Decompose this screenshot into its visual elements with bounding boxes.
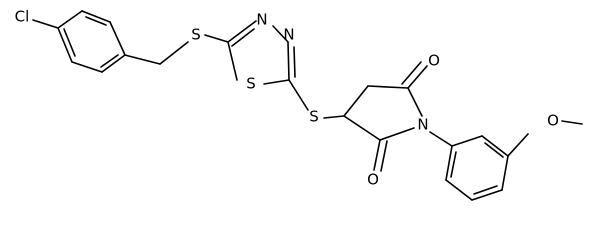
bond	[288, 79, 309, 111]
bond	[231, 28, 255, 47]
bond	[343, 85, 369, 117]
bridge-sulfur-label: S	[309, 108, 319, 126]
bond	[450, 151, 457, 178]
bond	[263, 79, 290, 85]
bond	[561, 120, 583, 125]
bond	[445, 145, 453, 181]
thiadiazole-nitrogen-label: N	[283, 26, 294, 44]
bond	[287, 41, 290, 81]
bond	[71, 61, 103, 73]
bond	[109, 21, 126, 56]
bond	[227, 20, 257, 43]
imide-nitrogen-label: N	[417, 116, 428, 134]
bond	[63, 28, 76, 57]
bond	[373, 139, 381, 171]
thioether-sulfur-label: S	[191, 26, 201, 44]
bond	[501, 155, 509, 191]
bond	[159, 41, 189, 65]
structure-svg: Cl S N N S S O O N O	[15, 8, 583, 201]
bond	[100, 54, 119, 68]
carbonyl-oxygen-label: O	[367, 171, 379, 189]
bond	[57, 10, 83, 29]
bond	[471, 189, 503, 201]
bond	[407, 65, 428, 89]
bond	[272, 25, 289, 43]
methoxy-oxygen-label: O	[547, 112, 559, 130]
bond	[473, 185, 498, 195]
atom-labels: Cl S N N S S O O N O	[15, 8, 559, 189]
bond	[445, 179, 473, 201]
bond	[380, 140, 388, 172]
bond	[407, 87, 423, 117]
chlorine-label: Cl	[15, 8, 30, 26]
bond	[101, 54, 126, 73]
thiadiazole-nitrogen-label: N	[256, 11, 267, 29]
bonds	[32, 10, 583, 201]
bond	[57, 27, 73, 63]
bond	[343, 115, 381, 141]
bond	[367, 85, 409, 89]
molecule-diagram: Cl S N N S S O O N O	[15, 8, 583, 201]
bond	[451, 135, 483, 147]
bond	[32, 19, 59, 29]
bond	[481, 135, 509, 157]
bond	[81, 10, 111, 23]
bond	[379, 127, 415, 141]
bond	[429, 131, 453, 147]
bond	[484, 142, 504, 158]
carbonyl-oxygen-label: O	[428, 52, 440, 70]
bond	[507, 133, 529, 157]
bond	[323, 115, 345, 119]
bond	[124, 54, 161, 65]
thiadiazole-sulfur-label: S	[246, 75, 256, 93]
bond	[85, 16, 107, 26]
bond	[401, 61, 422, 85]
bond	[227, 41, 238, 81]
bond	[293, 46, 296, 78]
bond	[204, 34, 229, 43]
